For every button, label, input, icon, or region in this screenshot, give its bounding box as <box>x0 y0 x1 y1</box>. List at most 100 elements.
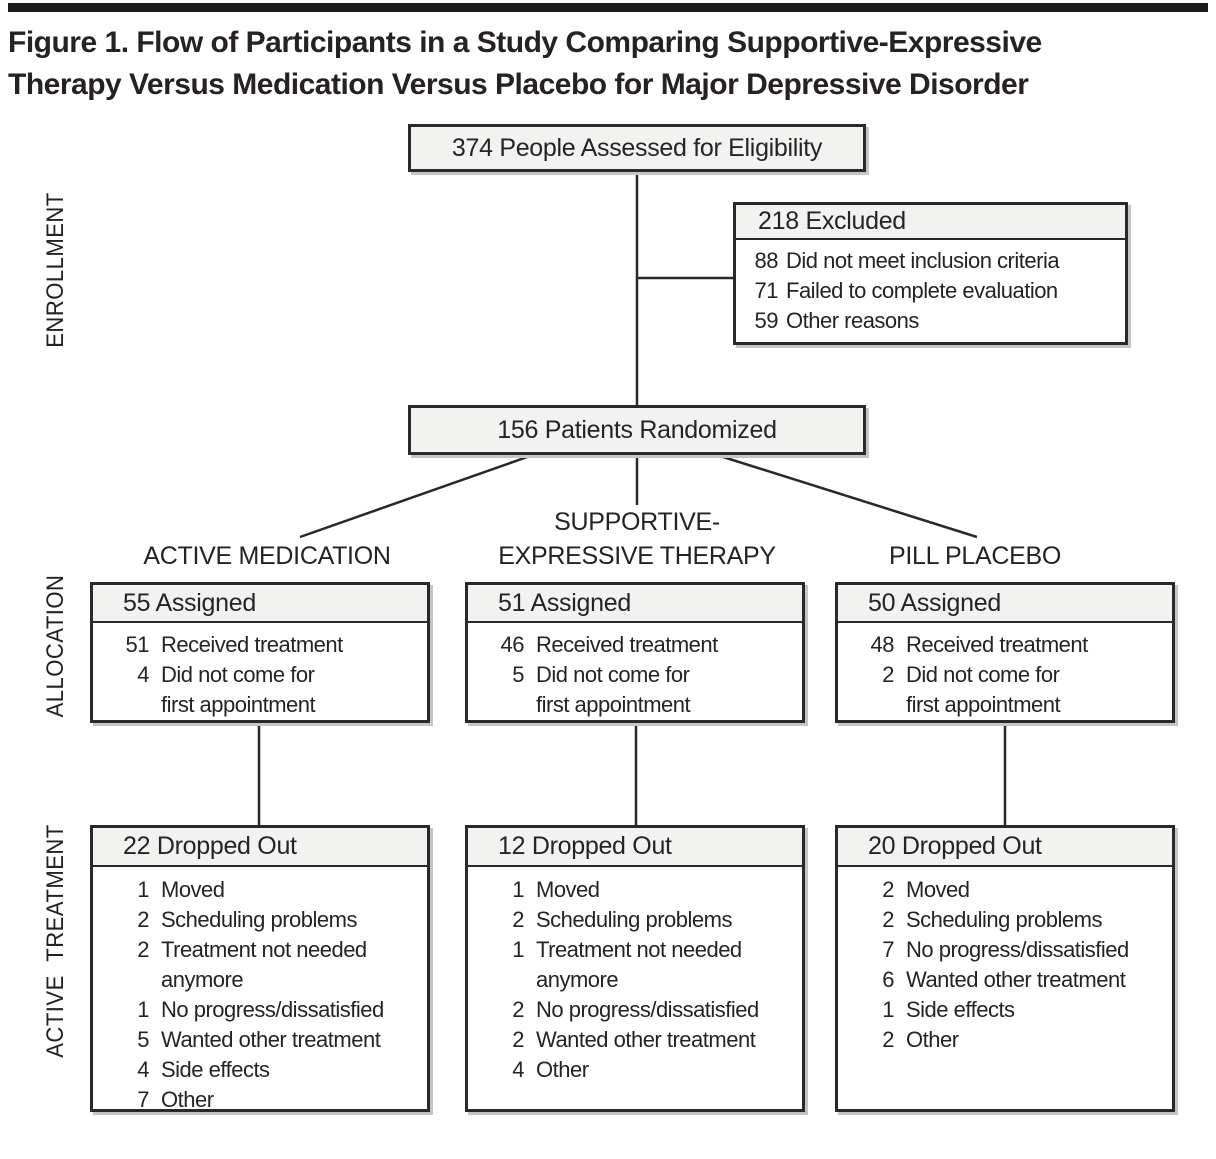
assigned-header: 51 Assigned <box>468 585 802 623</box>
reason-row: 5 Did not come for <box>498 660 802 690</box>
stage-label-active-treatment: ACTIVE TREATMENT <box>42 824 69 1058</box>
reason-label: Wanted other treatment <box>536 1027 756 1052</box>
reason-label: first appointment <box>161 692 316 717</box>
assigned-header: 50 Assigned <box>838 585 1172 623</box>
reason-label: Moved <box>536 877 600 902</box>
reason-label: Did not meet inclusion criteria <box>786 248 1060 273</box>
count: 71 <box>754 278 779 303</box>
count: 2 <box>882 877 894 902</box>
assigned-box-medication: 55 Assigned 51 Received treatment 4 Did not… <box>90 582 430 723</box>
reason-row: 4 Did not come for <box>123 660 427 690</box>
reason-row: first appointment <box>498 690 802 720</box>
assigned-header: 55 Assigned <box>93 585 427 623</box>
reason-label: Scheduling problems <box>536 907 732 932</box>
reason-row: 2 No progress/dissatisfied <box>498 995 802 1025</box>
count <box>498 965 524 995</box>
count: 7 <box>882 937 894 962</box>
count: 4 <box>137 662 149 687</box>
count <box>868 690 894 720</box>
reason-label: first appointment <box>536 692 691 717</box>
arm-label-supportive-expressive-therapy: SUPPORTIVE- EXPRESSIVE THERAPY <box>498 508 776 570</box>
reason-label: Side effects <box>906 997 1015 1022</box>
reason-row: 1 No progress/dissatisfied <box>123 995 427 1025</box>
assigned-detail-list: 51 Received treatment 4 Did not come for fir… <box>93 623 427 720</box>
count: 2 <box>512 997 524 1022</box>
stage-label-enrollment: ENROLLMENT <box>42 192 69 348</box>
reason-label: Treatment not needed <box>161 937 367 962</box>
count <box>123 690 149 720</box>
reason-row: 2 Moved <box>868 875 1172 905</box>
reason-label: Wanted other treatment <box>161 1027 381 1052</box>
reason-row: first appointment <box>123 690 427 720</box>
count: 88 <box>754 248 779 273</box>
count <box>498 690 524 720</box>
count: 2 <box>137 937 149 962</box>
reason-label: Did not come for <box>536 662 690 687</box>
count: 51 <box>125 632 150 657</box>
connector-randomized-to-placebo <box>719 454 978 539</box>
count: 46 <box>500 632 525 657</box>
count: 1 <box>882 997 894 1022</box>
count: 7 <box>137 1087 149 1112</box>
reason-row: 2 Did not come for <box>868 660 1172 690</box>
reason-row: 1 Side effects <box>868 995 1172 1025</box>
reason-label: Side effects <box>161 1057 270 1082</box>
reason-label: Moved <box>906 877 970 902</box>
randomized-box: 156 Patients Randomized <box>408 405 866 455</box>
reason-label: first appointment <box>906 692 1061 717</box>
reason-row: anymore <box>123 965 427 995</box>
reason-label: Wanted other treatment <box>906 967 1126 992</box>
assigned-box-therapy: 51 Assigned 46 Received treatment 5 Did not… <box>465 582 805 723</box>
reason-row: 4 Side effects <box>123 1055 427 1085</box>
reason-label: Did not come for <box>906 662 1060 687</box>
count: 6 <box>882 967 894 992</box>
reason-label: No progress/dissatisfied <box>536 997 759 1022</box>
reason-label: Received treatment <box>161 632 343 657</box>
count: 2 <box>512 907 524 932</box>
reason-label: Scheduling problems <box>161 907 357 932</box>
reason-label: Received treatment <box>536 632 718 657</box>
arm-label-pill-placebo: PILL PLACEBO <box>889 542 1061 570</box>
reason-label: anymore <box>161 967 244 992</box>
count: 2 <box>882 907 894 932</box>
count: 4 <box>137 1057 149 1082</box>
reason-label: Did not come for <box>161 662 315 687</box>
reason-label: Received treatment <box>906 632 1088 657</box>
reason-label: Other <box>536 1057 589 1082</box>
assigned-detail-list: 46 Received treatment 5 Did not come for fir… <box>468 623 802 720</box>
count: 5 <box>512 662 524 687</box>
top-rule <box>8 3 1208 12</box>
connector-randomized-to-medication <box>299 454 531 539</box>
reason-label: No progress/dissatisfied <box>161 997 384 1022</box>
count: 5 <box>137 1027 149 1052</box>
reason-row: 2 Scheduling problems <box>498 905 802 935</box>
figure-title: Figure 1. Flow of Participants in a Stud… <box>8 26 1042 101</box>
count: 2 <box>882 1027 894 1052</box>
reason-row: 51 Received treatment <box>123 630 427 660</box>
reason-label: Scheduling problems <box>906 907 1102 932</box>
reason-row: 88 Did not meet inclusion criteria <box>750 246 1125 276</box>
reason-row: first appointment <box>868 690 1172 720</box>
reason-label: Other reasons <box>786 308 919 333</box>
count: 2 <box>882 662 894 687</box>
count: 2 <box>137 907 149 932</box>
dropout-header: 12 Dropped Out <box>468 828 802 867</box>
dropout-header: 20 Dropped Out <box>838 828 1172 867</box>
count: 1 <box>137 997 149 1022</box>
